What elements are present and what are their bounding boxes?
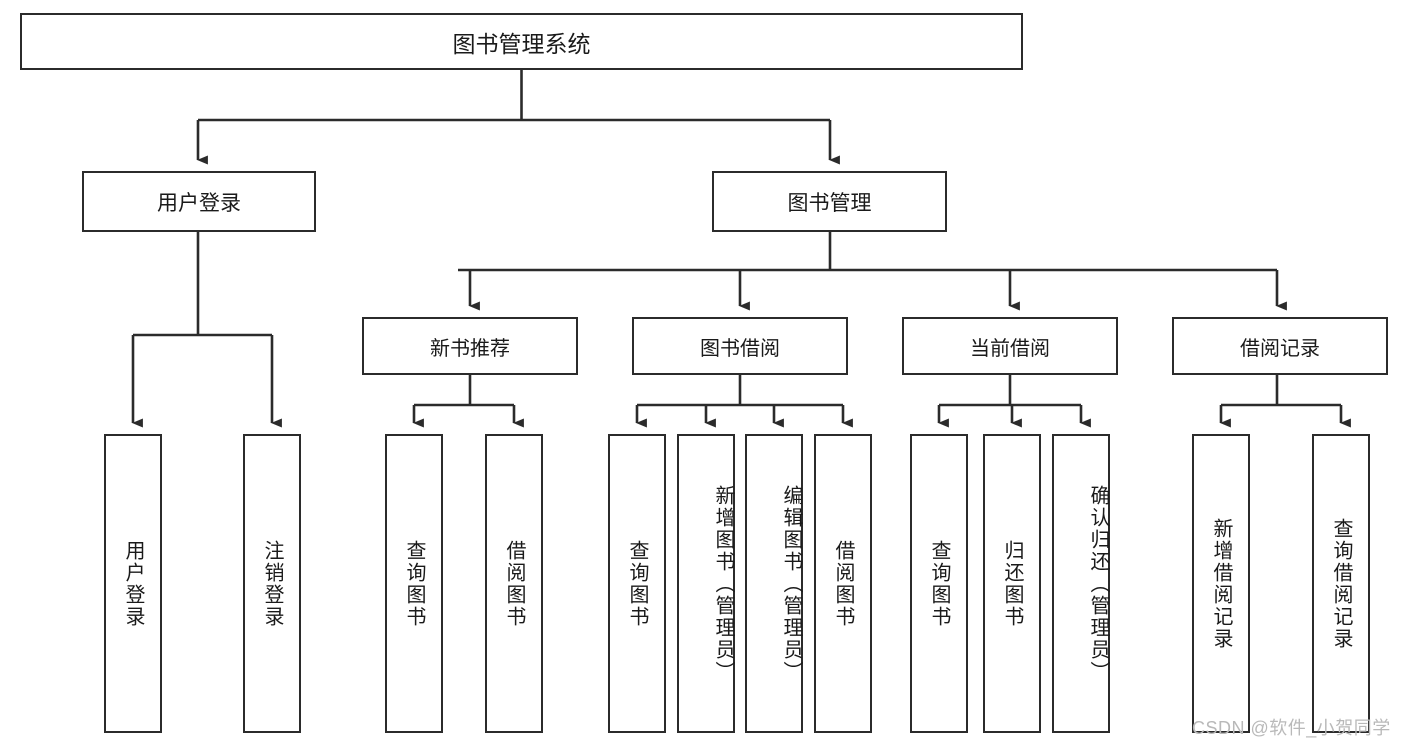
node-label: 查询图书: [403, 539, 425, 628]
node-leaf-add-borrow-record[interactable]: 新增借阅记录: [1192, 434, 1250, 733]
node-leaf-add-book-admin[interactable]: 新增图书（管理员）: [677, 434, 735, 733]
node-leaf-edit-book-admin[interactable]: 编辑图书（管理员）: [745, 434, 803, 733]
node-book-borrow[interactable]: 图书借阅: [632, 317, 848, 375]
node-label: 确认归还（管理员）: [1087, 484, 1109, 683]
node-new-book-recommend[interactable]: 新书推荐: [362, 317, 578, 375]
node-book-manage[interactable]: 图书管理: [712, 171, 947, 232]
node-label: 用户登录: [122, 539, 144, 628]
node-leaf-query-book-3[interactable]: 查询图书: [910, 434, 968, 733]
node-leaf-borrow-book-2[interactable]: 借阅图书: [814, 434, 872, 733]
node-label: 新增图书（管理员）: [712, 484, 734, 683]
node-label: 当前借阅: [970, 337, 1050, 360]
node-leaf-logout[interactable]: 注销登录: [243, 434, 301, 733]
node-label: 借阅图书: [503, 539, 525, 628]
node-label: 查询借阅记录: [1330, 517, 1352, 650]
node-label: 图书管理系统: [452, 30, 591, 57]
node-label: 借阅记录: [1240, 337, 1320, 360]
node-current-borrow[interactable]: 当前借阅: [902, 317, 1118, 375]
node-leaf-confirm-return-admin[interactable]: 确认归还（管理员）: [1052, 434, 1110, 733]
node-label: 借阅图书: [832, 539, 854, 628]
node-borrow-record[interactable]: 借阅记录: [1172, 317, 1388, 375]
node-book-management-system[interactable]: 图书管理系统: [20, 13, 1023, 70]
csdn-watermark: CSDN @软件_小贺同学: [1192, 718, 1391, 738]
node-label: 图书管理: [787, 191, 872, 215]
node-label: 新增借阅记录: [1210, 517, 1232, 650]
node-label: 图书借阅: [700, 337, 780, 360]
node-label: 查询图书: [928, 539, 950, 628]
node-label: 用户登录: [157, 191, 241, 215]
node-leaf-query-book-2[interactable]: 查询图书: [608, 434, 666, 733]
node-label: 编辑图书（管理员）: [780, 484, 802, 683]
node-label: 注销登录: [261, 539, 283, 628]
node-leaf-borrow-book-1[interactable]: 借阅图书: [485, 434, 543, 733]
node-user-login[interactable]: 用户登录: [82, 171, 316, 232]
node-leaf-user-login[interactable]: 用户登录: [104, 434, 162, 733]
node-label: 查询图书: [626, 539, 648, 628]
node-label: 新书推荐: [430, 337, 510, 360]
node-leaf-query-borrow-record[interactable]: 查询借阅记录: [1312, 434, 1370, 733]
node-label: 归还图书: [1001, 539, 1023, 628]
node-leaf-query-book-1[interactable]: 查询图书: [385, 434, 443, 733]
node-leaf-return-book[interactable]: 归还图书: [983, 434, 1041, 733]
